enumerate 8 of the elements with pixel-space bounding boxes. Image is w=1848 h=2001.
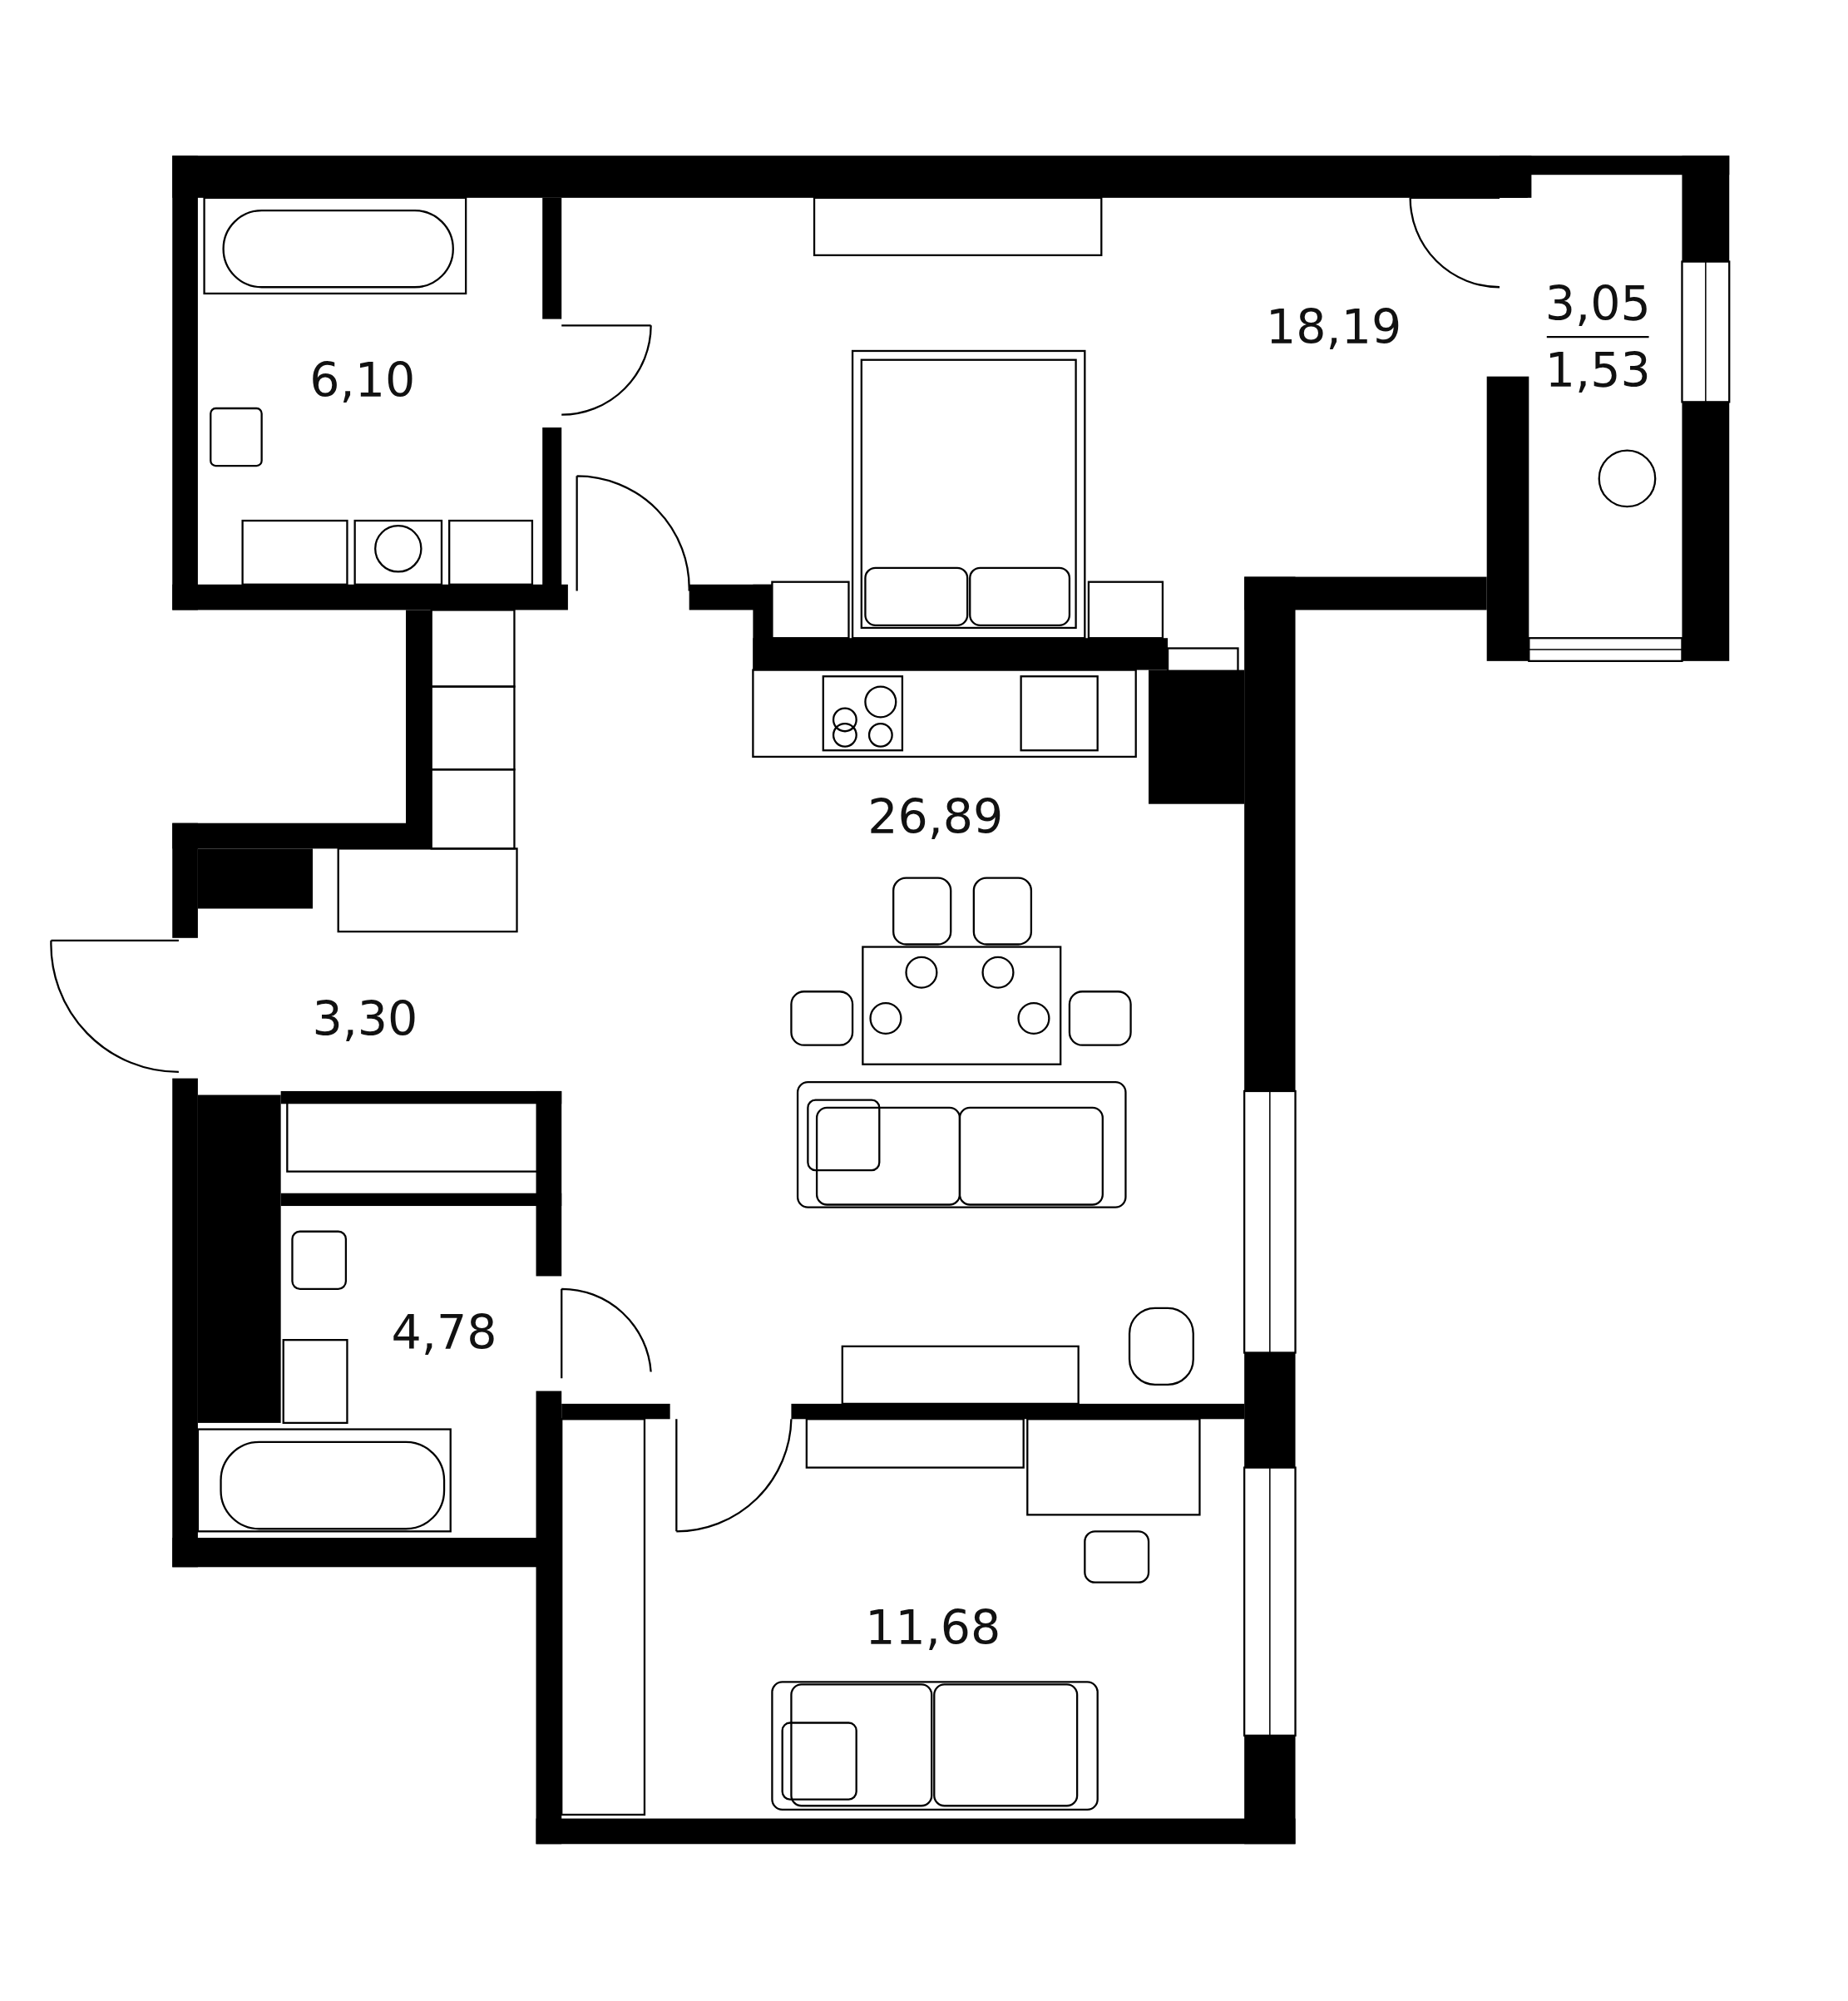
room-area: 26,89 xyxy=(867,793,1004,841)
room-area: 11,68 xyxy=(865,1603,1001,1651)
room-area: 3,30 xyxy=(312,995,418,1043)
room-area: 18,19 xyxy=(1266,303,1402,351)
room-area: 3,05 xyxy=(1544,279,1651,328)
room-area: 6,10 xyxy=(309,356,416,404)
room-area: 4,78 xyxy=(391,1308,497,1356)
room-area: 1,53 xyxy=(1544,346,1651,394)
